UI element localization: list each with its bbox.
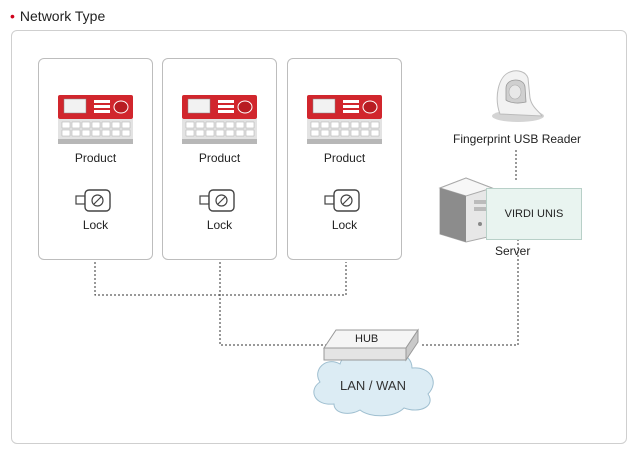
lock-label: Lock: [206, 218, 233, 232]
lock-label: Lock: [82, 218, 109, 232]
hub-label: HUB: [355, 333, 379, 345]
bullet-icon: •: [10, 8, 15, 24]
product-label: Product: [323, 151, 366, 165]
section-heading: • Network Type: [10, 8, 105, 24]
server-software-box: VIRDI UNIS: [486, 188, 582, 240]
product-label: Product: [198, 151, 241, 165]
terminal-device-icon: [182, 95, 257, 144]
product-label: Product: [74, 151, 117, 165]
lock-icon: [324, 189, 360, 212]
product-card: Product Lock: [287, 58, 402, 260]
reader-label: Fingerprint USB Reader: [453, 132, 582, 146]
fingerprint-reader-icon: [492, 70, 544, 122]
page-title: Network Type: [19, 8, 106, 24]
cloud-icon: [313, 350, 434, 417]
product-card: Product Lock: [38, 58, 153, 260]
server-to-hub-line: [422, 238, 519, 346]
terminal-device-icon: [307, 95, 382, 144]
product-card: Product Lock: [162, 58, 277, 260]
server-label: Server: [495, 244, 531, 258]
server-software-label: VIRDI UNIS: [504, 208, 564, 220]
lock-icon: [75, 189, 111, 212]
lock-label: Lock: [331, 218, 358, 232]
lock-icon: [199, 189, 235, 212]
hub-icon: [323, 328, 419, 362]
terminal-device-icon: [58, 95, 133, 144]
product-bus-line: [94, 262, 347, 296]
network-cloud-label: LAN / WAN: [340, 378, 406, 393]
server-tower-icon: [438, 177, 494, 243]
